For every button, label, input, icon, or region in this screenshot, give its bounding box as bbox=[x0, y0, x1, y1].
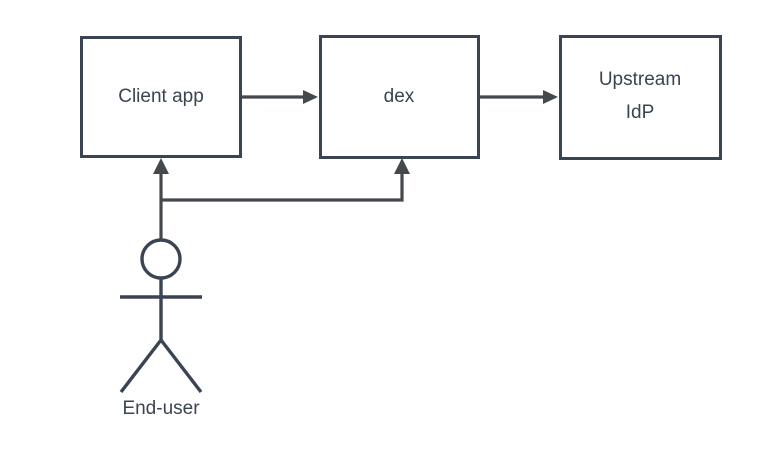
edge-end-user-to-dex bbox=[161, 158, 410, 202]
node-client-app-label: Client app bbox=[118, 86, 204, 107]
node-upstream-idp-label-line2: IdP bbox=[626, 102, 655, 123]
node-client-app-rect[interactable] bbox=[80, 36, 242, 158]
edge-end-user-to-dex-arrowhead bbox=[394, 158, 410, 174]
edge-end-user-to-client-app bbox=[153, 158, 169, 240]
node-client-app[interactable]: Client app bbox=[80, 36, 242, 158]
node-dex-label: dex bbox=[384, 86, 415, 107]
edge-dex-to-upstream-idp bbox=[479, 90, 558, 104]
node-dex[interactable]: dex bbox=[319, 35, 480, 159]
edge-end-user-to-client-app-arrowhead bbox=[153, 158, 169, 174]
actor-end-user-right-leg bbox=[159, 338, 203, 394]
node-upstream-idp[interactable]: Upstream IdP bbox=[559, 35, 722, 160]
edge-dex-to-upstream-idp-arrowhead bbox=[543, 90, 558, 104]
edge-client-app-to-dex bbox=[241, 90, 318, 104]
actor-end-user-head bbox=[140, 238, 182, 280]
edge-client-app-to-dex-arrowhead bbox=[303, 90, 318, 104]
actor-end-user-left-leg bbox=[119, 338, 163, 394]
node-dex-rect[interactable] bbox=[319, 35, 480, 159]
node-upstream-idp-label-line1: Upstream bbox=[599, 69, 681, 90]
edge-end-user-to-dex-line bbox=[161, 169, 404, 202]
node-upstream-idp-rect[interactable] bbox=[559, 35, 722, 160]
actor-end-user-label: End-user bbox=[122, 398, 200, 419]
actor-end-user[interactable]: End-user bbox=[119, 238, 203, 419]
